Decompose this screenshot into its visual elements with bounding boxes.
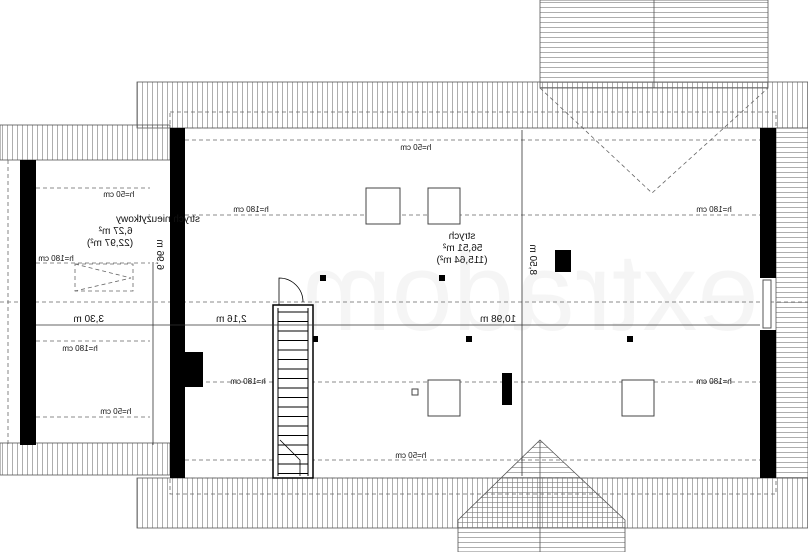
svg-text:h=50 cm: h=50 cm (100, 407, 131, 416)
svg-text:h=180 cm: h=180 cm (233, 205, 269, 214)
dimension-lines (36, 130, 760, 476)
window (762, 279, 772, 329)
svg-text:h=50 cm: h=50 cm (400, 143, 431, 152)
watermark: extradom (300, 231, 759, 354)
dimension-label: 2,16 m (216, 314, 247, 325)
room-name: strych (449, 231, 476, 242)
svg-text:h=50 cm: h=50 cm (395, 451, 426, 460)
dimension-label: 8,50 m (527, 244, 538, 275)
room-area-total: (115,64 m²) (437, 255, 488, 266)
svg-text:h=180 cm: h=180 cm (696, 377, 732, 386)
svg-text:h=180 cm: h=180 cm (230, 377, 266, 386)
room-area: 56,51 m² (442, 243, 482, 254)
room-name: strych nieużytkowy (116, 214, 200, 225)
room-area-total: (22,97 m²) (87, 238, 133, 249)
dimension-label: 6,96 m (154, 239, 165, 270)
svg-text:h=50 cm: h=50 cm (103, 190, 134, 199)
svg-text:h=180 cm: h=180 cm (62, 344, 98, 353)
roof-outlines (0, 87, 808, 495)
skylights (365, 187, 655, 417)
walls (20, 128, 776, 478)
svg-text:h=180 cm: h=180 cm (38, 254, 74, 263)
stairs (272, 277, 314, 479)
chimney (555, 250, 571, 272)
chimney (502, 373, 512, 405)
dimension-label: 3,30 m (73, 314, 104, 325)
dimension-label: 10,98 m (480, 314, 516, 325)
svg-text:h=180 cm: h=180 cm (696, 205, 732, 214)
room-area: 6,27 m² (98, 226, 133, 237)
chimney (185, 352, 203, 387)
svg-text:extradom: extradom (300, 231, 759, 354)
